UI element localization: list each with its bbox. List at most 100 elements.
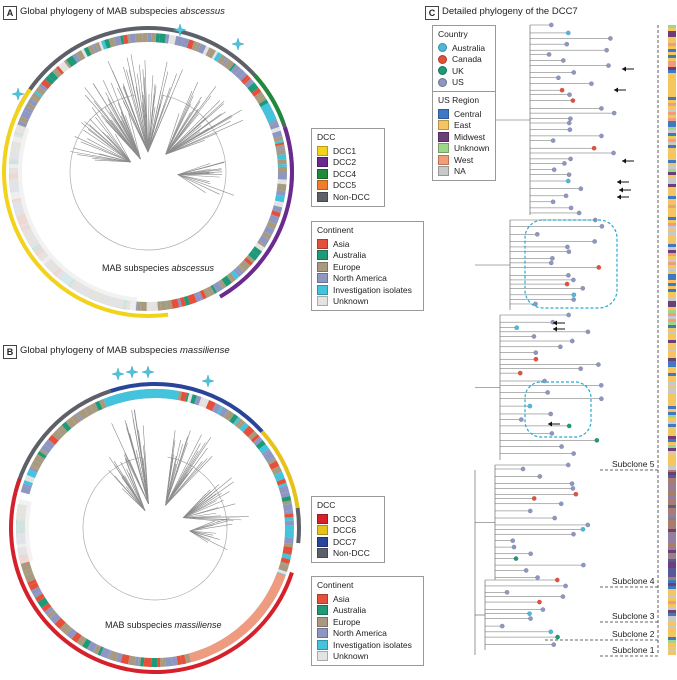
legend-swatch bbox=[317, 548, 328, 559]
region-strip-cell bbox=[668, 307, 676, 310]
continent-stripe bbox=[213, 51, 223, 62]
continent-stripe bbox=[235, 266, 244, 275]
legend-swatch bbox=[438, 54, 447, 64]
region-strip-cell bbox=[668, 133, 676, 136]
legend-item: Australia bbox=[438, 42, 490, 54]
continent-stripe bbox=[142, 33, 148, 43]
continent-stripe bbox=[75, 50, 86, 61]
continent-stripe bbox=[33, 591, 43, 599]
region-strip-cell bbox=[668, 388, 676, 391]
region-strip-cell bbox=[668, 61, 676, 64]
legend-label: Australia bbox=[452, 42, 486, 53]
tip-dot bbox=[527, 611, 532, 616]
continent-stripe bbox=[147, 33, 152, 43]
continent-stripe bbox=[94, 42, 102, 52]
dcc-ring-dcc1 bbox=[2, 88, 169, 318]
tree-b-branch bbox=[183, 517, 221, 522]
arrow-head bbox=[548, 421, 552, 427]
continent-stripe bbox=[276, 149, 286, 156]
continent-stripe bbox=[28, 582, 39, 591]
investigation-star bbox=[231, 37, 245, 51]
region-strip-cell bbox=[668, 325, 676, 328]
region-strip-cell bbox=[668, 244, 676, 247]
continent-stripe bbox=[216, 405, 224, 415]
legend-swatch bbox=[438, 43, 447, 53]
legend-label: Unknown bbox=[454, 143, 490, 154]
tree-a-branch bbox=[177, 174, 220, 195]
region-strip-cell bbox=[668, 334, 676, 337]
legend-item: Unknown bbox=[317, 651, 418, 663]
tip-dot bbox=[548, 260, 554, 266]
tip-dot bbox=[545, 390, 551, 395]
continent-stripe bbox=[239, 422, 250, 433]
tip-dot bbox=[550, 255, 555, 261]
dcc-ring-dcc7 bbox=[109, 382, 264, 433]
tip-dot bbox=[527, 403, 533, 409]
tip-dot bbox=[585, 522, 591, 528]
arrow-head bbox=[619, 187, 623, 193]
region-strip-cell bbox=[668, 622, 676, 625]
region-strip-cell bbox=[668, 49, 676, 52]
continent-stripe bbox=[233, 268, 242, 278]
tip-dot bbox=[591, 145, 597, 151]
continent-stripe bbox=[194, 42, 201, 52]
legend-swatch bbox=[317, 651, 328, 662]
legend-item: DCC4 bbox=[317, 168, 379, 180]
tree-a-branch bbox=[114, 133, 131, 163]
tree-b-branch bbox=[183, 492, 222, 518]
tip-dot bbox=[570, 98, 576, 103]
legend-item: Non-DCC bbox=[317, 191, 379, 203]
continent-stripe bbox=[202, 45, 210, 56]
region-strip-cell bbox=[668, 82, 676, 85]
continent-stripe bbox=[190, 394, 198, 405]
continent-stripe bbox=[261, 231, 272, 240]
continent-stripe bbox=[251, 87, 262, 97]
region-strip-cell bbox=[668, 211, 676, 214]
continent-stripe bbox=[277, 569, 287, 575]
continent-stripe bbox=[263, 225, 275, 236]
region-strip-cell bbox=[668, 262, 676, 265]
region-strip-cell bbox=[668, 448, 676, 451]
legend-item: DCC5 bbox=[317, 180, 379, 192]
subclone-label: Subclone 4 bbox=[612, 576, 655, 586]
continent-stripe bbox=[193, 292, 202, 303]
arrow-head bbox=[553, 326, 557, 332]
continent-stripe bbox=[277, 164, 287, 168]
tree-b-branch bbox=[165, 430, 191, 506]
legend-item: Investigation isolates bbox=[317, 639, 418, 651]
legend-swatch bbox=[438, 108, 449, 119]
tree-b-arc bbox=[82, 456, 228, 601]
region-strip-cell bbox=[668, 163, 676, 166]
tip-dot bbox=[566, 120, 572, 126]
continent-stripe bbox=[201, 398, 210, 409]
continent-stripe bbox=[157, 301, 162, 311]
continent-stripe bbox=[180, 391, 188, 402]
tree-b-branch bbox=[131, 410, 149, 504]
tree-a-branch bbox=[165, 100, 221, 155]
continent-stripe bbox=[183, 295, 191, 306]
tree-b-branch bbox=[122, 488, 146, 511]
continent-stripe bbox=[25, 102, 36, 111]
region-strip-cell bbox=[668, 238, 676, 241]
continent-stripe bbox=[47, 71, 59, 82]
tip-dot bbox=[513, 556, 519, 561]
tree-a-branch bbox=[165, 101, 201, 155]
unknown-block bbox=[8, 124, 138, 311]
continent-stripe bbox=[40, 79, 52, 90]
continent-stripe bbox=[250, 434, 260, 443]
tip-dot bbox=[596, 265, 602, 270]
continent-stripe bbox=[234, 418, 243, 428]
continent-stripe bbox=[66, 628, 77, 640]
tip-dot bbox=[551, 642, 557, 647]
legend-label: Unknown bbox=[333, 296, 369, 307]
tip-dot bbox=[559, 87, 565, 93]
region-strip-cell bbox=[668, 415, 676, 418]
tree-b-branch bbox=[114, 475, 146, 511]
tree-b-branch bbox=[165, 443, 183, 506]
legend-item: Unknown bbox=[317, 296, 418, 308]
region-strip-cell bbox=[668, 319, 676, 322]
region-strip-cell bbox=[668, 241, 676, 244]
region-strip-cell bbox=[668, 199, 676, 202]
continent-stripe bbox=[237, 420, 246, 430]
tree-a-branch bbox=[165, 103, 192, 155]
